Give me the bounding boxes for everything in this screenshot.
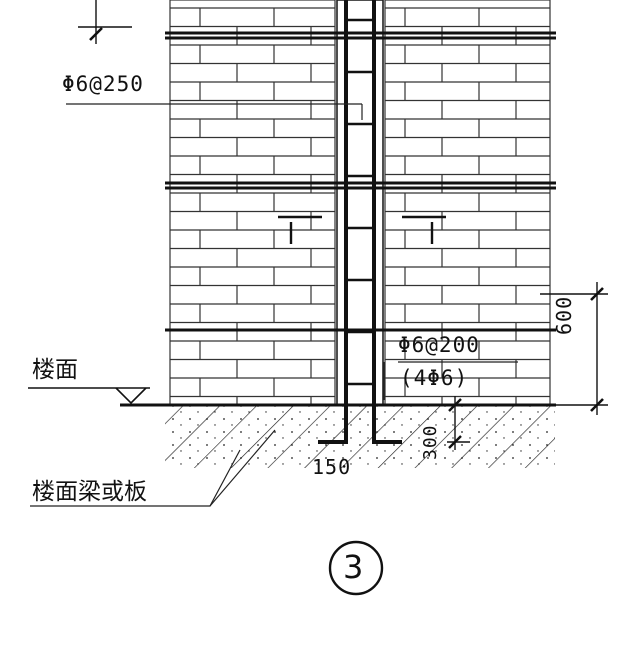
rebar-lower-count-label: (4Φ6) <box>400 366 469 390</box>
beam-or-slab-label: 楼面梁或板 <box>32 479 147 505</box>
section-mark-right-label: 1 <box>425 220 426 221</box>
top-dimension-tick <box>78 0 132 44</box>
rebar-upper-label: Φ6@250 <box>62 72 144 96</box>
dimension-300-label: 300 <box>420 424 441 460</box>
right-brick-wall <box>384 0 551 406</box>
dimension-600 <box>540 282 608 415</box>
horizontal-rebar <box>165 31 556 332</box>
section-cut-marks <box>278 215 446 244</box>
detail-number-label: 3 <box>343 548 364 586</box>
floor-label: 楼面 <box>32 357 78 383</box>
section-mark-left-label: 1 <box>281 220 282 221</box>
rebar-lower-label: Φ6@200 <box>398 333 480 357</box>
dimension-600-label: 600 <box>552 295 576 335</box>
leader-lines <box>30 103 518 507</box>
left-brick-wall <box>169 0 336 406</box>
dimension-150-label: 150 <box>312 455 352 479</box>
detail-number-circle <box>328 540 384 596</box>
floor-level-symbol <box>28 387 150 405</box>
tie-column <box>336 0 384 430</box>
floor-slab <box>120 403 556 468</box>
dimension-300 <box>447 396 470 450</box>
